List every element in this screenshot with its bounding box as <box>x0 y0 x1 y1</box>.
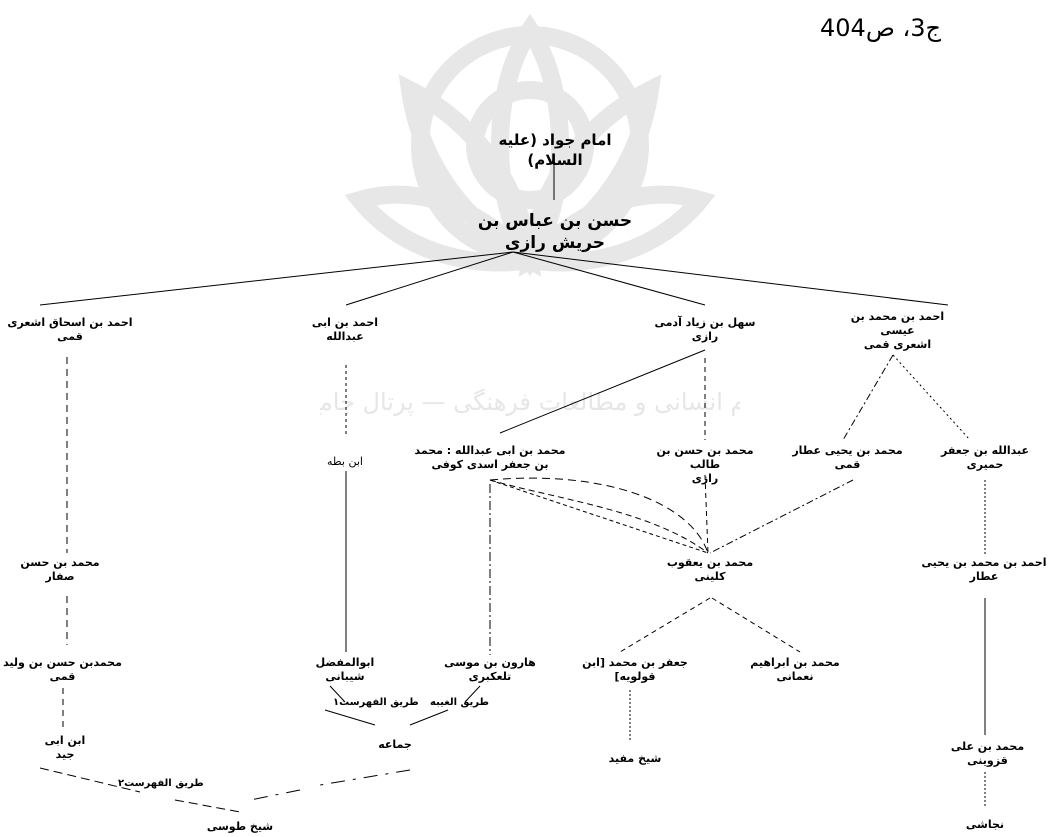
node-shaykh-mufid: شیخ مفید <box>608 752 662 765</box>
path-label-ghaybah: طریق الغیبه <box>430 697 489 708</box>
path-label-fihrist1: طریق الفهرست۱ <box>333 697 419 708</box>
watermark-emblem: پژوهشگاه علوم انسانی و مطالعات فرهنگی — … <box>320 13 740 416</box>
node-ibn-batta: ابن بطه <box>327 455 363 468</box>
watermark-text: پژوهشگاه علوم انسانی و مطالعات فرهنگی — … <box>320 388 740 416</box>
node-jamaah: جماعه <box>378 738 412 751</box>
node-shaykh-tusi: شیخ طوسی <box>206 820 274 833</box>
node-imam-jawad: امام جواد (علیه السلام) <box>498 131 612 169</box>
path-label-fihrist2: طریق الفهرست۲ <box>118 778 204 789</box>
node-hasan-ibn-abbas: حسن بن عباس بن حریش رازی <box>477 211 633 253</box>
page-reference: ج3، ص404 <box>820 14 941 42</box>
node-najashi: نجاشی <box>965 818 1005 831</box>
